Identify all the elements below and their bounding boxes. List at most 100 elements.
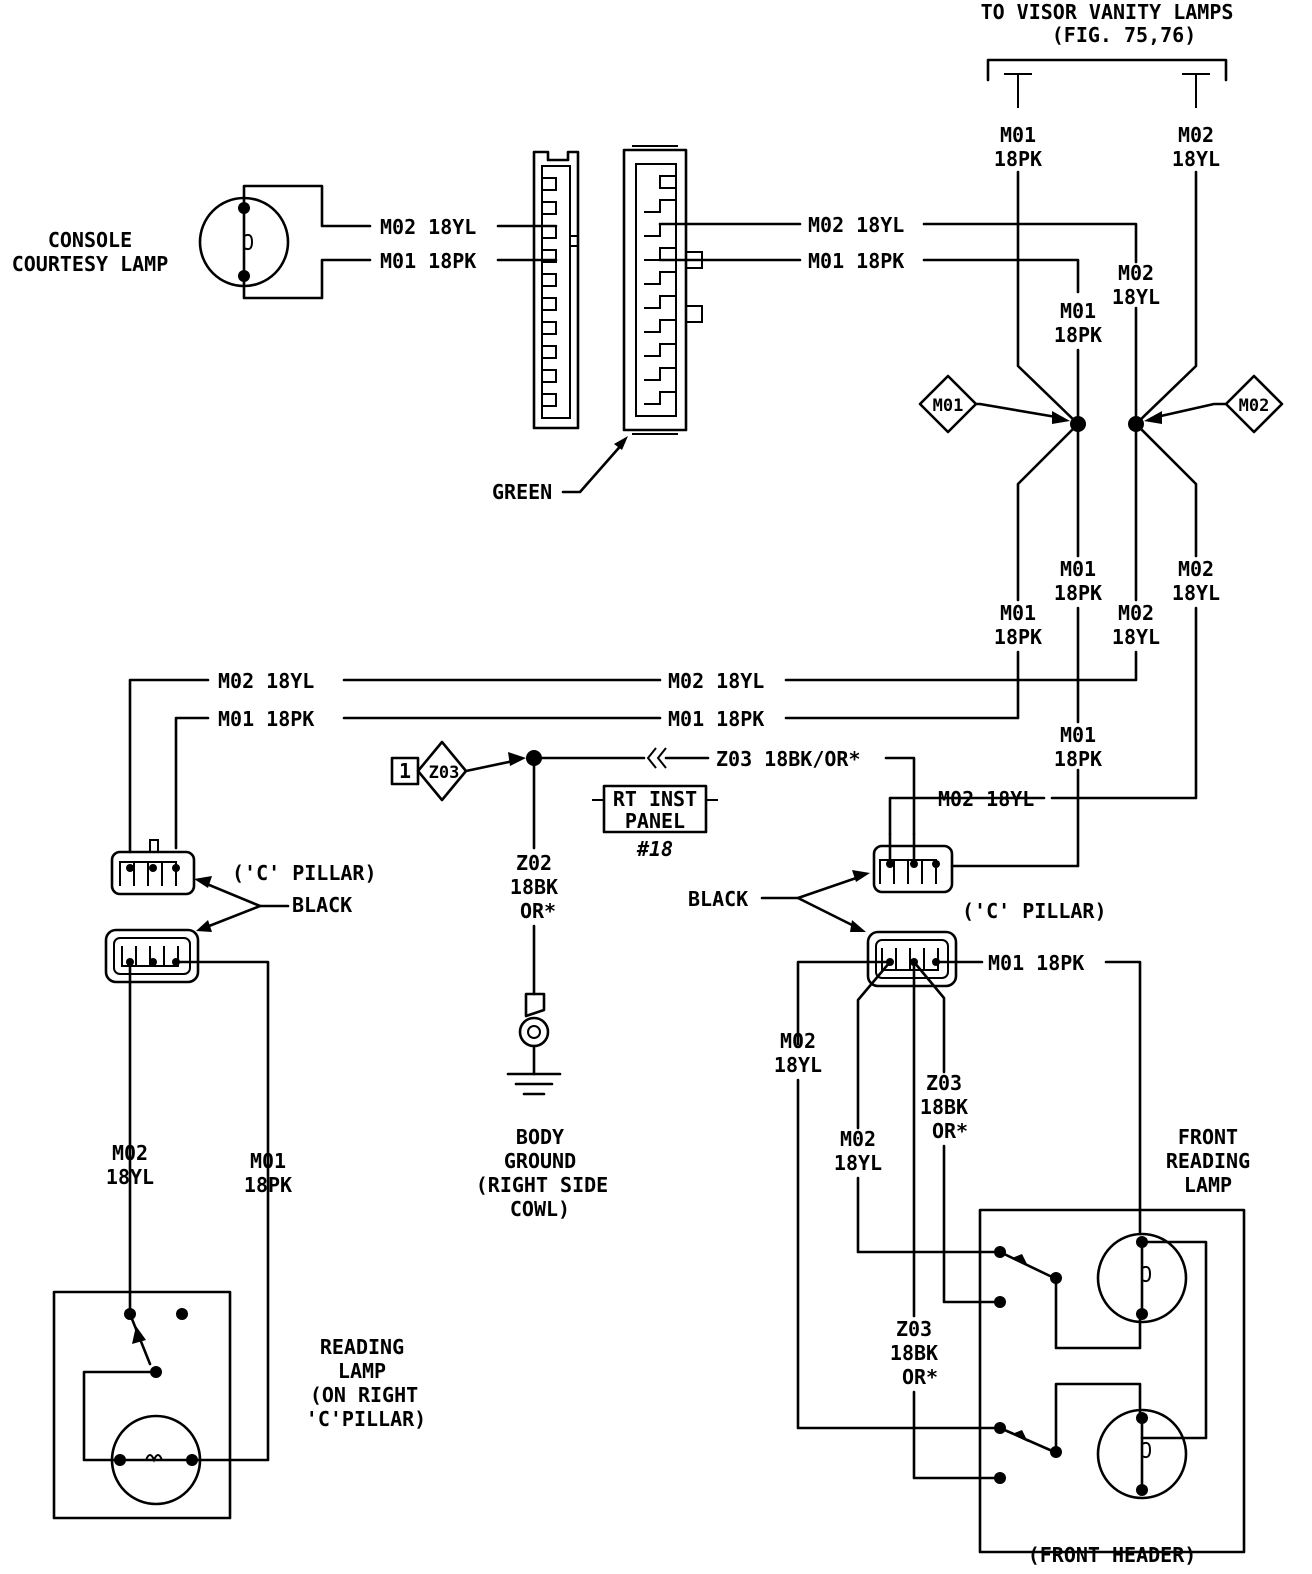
right-upper-z03-code: Z03 [926, 1071, 962, 1095]
left-down-m02-code: M02 [112, 1141, 148, 1165]
ground-ref-index: 1 [399, 759, 411, 783]
console-wire-m02: M02 18YL [380, 215, 476, 239]
connector-color-label: GREEN [492, 480, 552, 504]
ground-wire-z03: Z03 18BK/OR* [716, 747, 861, 771]
right-wire-m02-yl: M02 18YL [938, 787, 1034, 811]
splice-m01-ref-diamond [918, 374, 978, 434]
splice-m02-ref-label: M02 [1239, 396, 1270, 416]
reading-lamp-label-line4: 'C'PILLAR) [306, 1407, 426, 1431]
splice-down-m01-center-code: M01 [1060, 557, 1096, 581]
reading-lamp-label-line1: READING [320, 1335, 404, 1359]
left-black-label: BLACK [292, 893, 352, 917]
splice-m02: M02 [1128, 170, 1284, 602]
console-lamp-label-line2: COURTESY LAMP [12, 252, 169, 276]
visor-terminal-left [1004, 73, 1032, 108]
splice-down-m01-center-gauge: 18PK [1054, 581, 1102, 605]
console-connector-female [622, 145, 703, 435]
splice-down-m02-center-gauge: 18YL [1112, 625, 1160, 649]
reading-lamp-label-line2: LAMP [338, 1359, 386, 1383]
left-cpillar-connector-lower [104, 928, 200, 984]
body-ground-label-line1: BODY [516, 1125, 564, 1149]
splice-m01: M01 [918, 170, 1086, 602]
reading-lamp-filament [145, 1454, 163, 1463]
splice-down-m02-right-gauge: 18YL [1172, 581, 1220, 605]
ground-ref-z03: 1 Z03 [390, 740, 526, 802]
right-black-label: BLACK [688, 887, 748, 911]
run-m01-mid: M01 18PK [668, 707, 764, 731]
left-cpillar-label: ('C' PILLAR) [232, 861, 377, 885]
ground-ref-circuit: Z03 [429, 763, 460, 783]
reading-lamp-label-line3: (ON RIGHT [310, 1383, 418, 1407]
splice-m01-ref-label: M01 [933, 396, 964, 416]
right-lower-z03-code: Z03 [896, 1317, 932, 1341]
visor-vanity-section: TO VISOR VANITY LAMPS (FIG. 75,76) M01 1… [981, 0, 1234, 171]
splice-lower-m01-gauge: 18PK [1054, 747, 1102, 771]
right-inner-m02-gauge: 18YL [834, 1151, 882, 1175]
body-ground-label-line3: (RIGHT SIDE [476, 1173, 608, 1197]
reading-lamp-bulb [110, 1414, 202, 1506]
front-lower-bulb [1096, 1408, 1188, 1500]
right-outer-m02-gauge: 18YL [774, 1053, 822, 1077]
connector-color-leader [561, 440, 626, 494]
visor-right-gauge: 18YL [1172, 147, 1220, 171]
run-m01-left: M01 18PK [218, 707, 314, 731]
splice-m02-ref-diamond [1224, 374, 1284, 434]
splice-m02-top-gauge: 18YL [1112, 285, 1160, 309]
right-cpillar-connector-lower [866, 930, 958, 988]
visor-terminal-right [1182, 73, 1210, 108]
console-lamp-filament [243, 233, 254, 251]
front-reading-lamp-assembly [978, 1208, 1246, 1554]
connector-wire-m01: M01 18PK [808, 249, 904, 273]
splice-down-m02-right-code: M02 [1178, 557, 1214, 581]
right-lower-z03-color: OR* [902, 1365, 938, 1389]
ground-wire-z02-color: OR* [520, 899, 556, 923]
splice-down-m01-left-code: M01 [1000, 601, 1036, 625]
front-header-label: (FRONT HEADER) [1028, 1543, 1197, 1567]
inline-connector-symbol [646, 747, 667, 769]
body-ground-symbol [506, 992, 562, 1096]
right-upper-z03-color: OR* [932, 1119, 968, 1143]
right-lower-z03-gauge: 18BK [890, 1341, 938, 1365]
body-ground-label-line2: GROUND [504, 1149, 576, 1173]
left-cpillar-connector-upper [110, 839, 196, 896]
splice-down-m01-left-gauge: 18PK [994, 625, 1042, 649]
ground-wire-z02-gauge: 18BK [510, 875, 558, 899]
visor-left-code: M01 [1000, 123, 1036, 147]
visor-right-code: M02 [1178, 123, 1214, 147]
splice-m01-top-gauge: 18PK [1054, 323, 1102, 347]
splice-m01-top-code: M01 [1060, 299, 1096, 323]
rt-inst-panel-connector: RT INST PANEL #18 [592, 784, 718, 861]
front-reading-lamp-line1: FRONT [1178, 1125, 1238, 1149]
right-wire-m01-pk: M01 18PK [988, 951, 1084, 975]
splice-down-m02-center-code: M02 [1118, 601, 1154, 625]
body-ground-label-line4: COWL) [510, 1197, 570, 1221]
splice-lower-m01-code: M01 [1060, 723, 1096, 747]
console-wire-m01: M01 18PK [380, 249, 476, 273]
front-reading-lamp-line2: READING [1166, 1149, 1250, 1173]
right-cpillar-connector-upper [872, 832, 954, 894]
reading-lamp-assembly [52, 1290, 232, 1520]
run-m02-left: M02 18YL [218, 669, 314, 693]
console-connector-male [532, 150, 580, 430]
connector-wire-m02: M02 18YL [808, 213, 904, 237]
visor-left-gauge: 18PK [994, 147, 1042, 171]
left-down-m01-gauge: 18PK [244, 1173, 292, 1197]
left-down-m02-gauge: 18YL [106, 1165, 154, 1189]
ground-wire-z02-code: Z02 [516, 851, 552, 875]
console-lamp-label-line1: CONSOLE [48, 228, 132, 252]
right-inner-m02-code: M02 [840, 1127, 876, 1151]
right-cpillar-label: ('C' PILLAR) [962, 899, 1107, 923]
front-upper-bulb [1096, 1232, 1188, 1324]
right-upper-z03-gauge: 18BK [920, 1095, 968, 1119]
front-reading-lamp-line3: LAMP [1184, 1173, 1232, 1197]
inline-connector-line2: PANEL [625, 809, 685, 833]
splice-m02-top-code: M02 [1118, 261, 1154, 285]
inline-connector-line1: RT INST [613, 787, 697, 811]
run-m02-mid: M02 18YL [668, 669, 764, 693]
visor-title-line1: TO VISOR VANITY LAMPS [981, 0, 1234, 24]
visor-bracket [986, 58, 1228, 82]
visor-title-line2: (FIG. 75,76) [1052, 23, 1197, 47]
right-outer-m02-code: M02 [780, 1029, 816, 1053]
console-courtesy-lamp: CONSOLE COURTESY LAMP [12, 184, 372, 300]
